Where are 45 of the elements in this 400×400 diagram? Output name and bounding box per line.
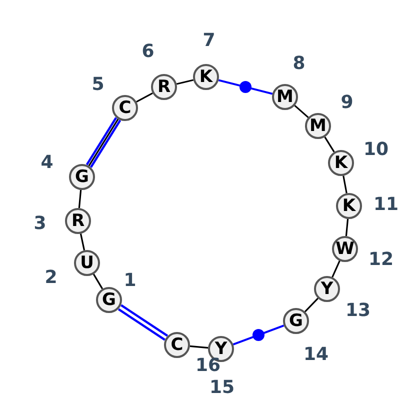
position-number: 10	[363, 141, 389, 159]
backbone-line	[294, 104, 309, 118]
backbone-line	[136, 92, 153, 103]
base-pair-line	[232, 324, 284, 346]
residue-circle: W	[332, 236, 358, 262]
residue-circle: C	[112, 95, 138, 121]
position-number: 5	[92, 76, 104, 94]
backbone-line	[78, 190, 82, 208]
residue-circle: G	[69, 164, 95, 190]
residue-circle: C	[164, 332, 190, 358]
base-pair-line	[118, 304, 168, 341]
backbone-line	[304, 298, 319, 312]
base-pair-line	[218, 79, 273, 95]
position-number: 1	[124, 272, 136, 290]
backbone-line	[176, 79, 194, 85]
residue-circle: M	[305, 113, 331, 139]
backbone-line	[80, 234, 86, 250]
residue-circle: M	[272, 84, 298, 110]
residue-circle: G	[283, 308, 309, 334]
backbone-line	[332, 260, 340, 278]
residue-circle: R	[151, 74, 177, 100]
position-number: 8	[292, 55, 306, 73]
position-number: 14	[303, 346, 329, 364]
position-number: 7	[202, 32, 216, 50]
residue-circle: U	[74, 250, 100, 276]
position-number: 3	[34, 215, 46, 233]
backbone-line	[342, 176, 348, 194]
residue-circle: K	[328, 150, 354, 176]
residue-circle: Y	[314, 276, 340, 302]
residue-circle: K	[336, 193, 362, 219]
position-number: 6	[142, 43, 154, 61]
residue-circle: R	[65, 208, 91, 234]
position-number: 13	[345, 302, 371, 320]
backbone-line	[92, 274, 104, 290]
position-number: 12	[368, 251, 394, 269]
position-number: 2	[44, 269, 58, 287]
backbone-line	[345, 218, 349, 236]
position-number: 11	[373, 196, 399, 214]
residue-circle: K	[193, 64, 219, 90]
position-number: 4	[40, 154, 54, 172]
position-number: 9	[340, 94, 354, 112]
backbone-line	[190, 345, 208, 349]
position-number: 15	[209, 379, 235, 397]
backbone-line	[324, 136, 335, 152]
residue-circle: G	[96, 287, 122, 313]
